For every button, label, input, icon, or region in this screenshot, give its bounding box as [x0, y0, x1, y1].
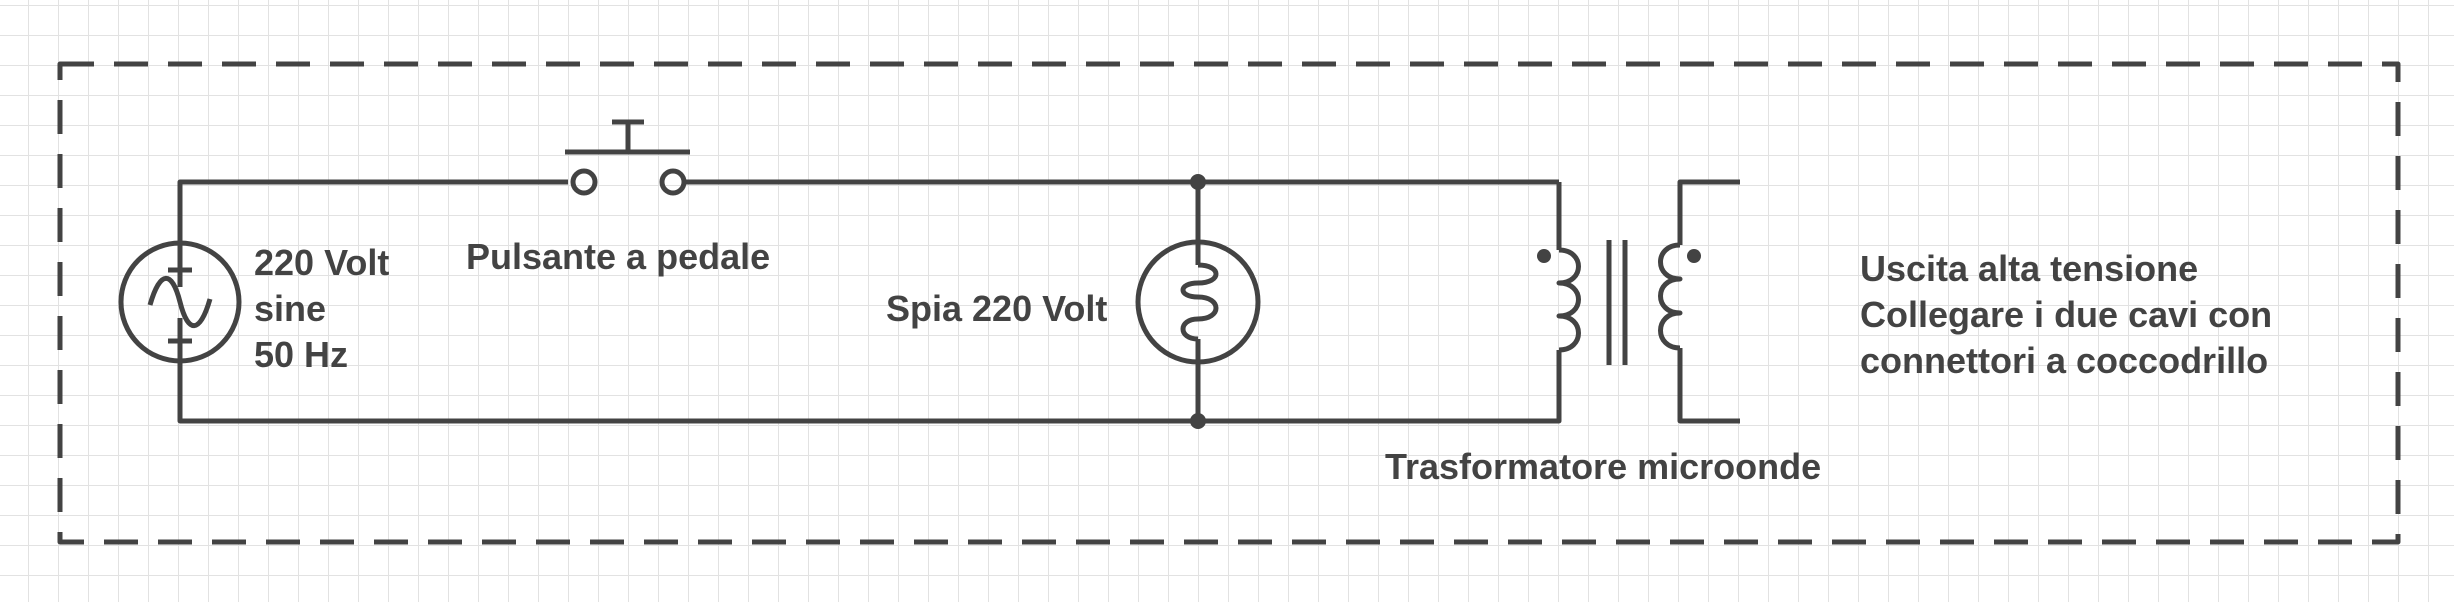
output-note-line1: Collegare i due cavi con [1860, 294, 2273, 335]
source-frequency-label: 50 Hz [254, 334, 349, 375]
switch-label: Pulsante a pedale [466, 236, 771, 277]
output-note-line2: connettori a coccodrillo [1860, 340, 2269, 381]
transformer-label: Trasformatore microonde [1385, 446, 1822, 487]
push-button-switch-icon [565, 119, 690, 196]
ac-voltage-source-icon [118, 240, 242, 364]
junction-dot-top [1190, 174, 1206, 190]
transformer-icon [1556, 240, 1683, 365]
lamp-label: Spia 220 Volt [886, 288, 1108, 329]
transformer-primary-polarity-dot [1537, 249, 1551, 263]
wires [177, 179, 1740, 424]
transformer-secondary-polarity-dot [1687, 249, 1701, 263]
source-voltage-label: 220 Volt [254, 242, 390, 283]
junction-dot-bottom [1190, 413, 1206, 429]
source-waveform-label: sine [254, 288, 327, 329]
lamp-icon [1135, 239, 1261, 365]
output-title-label: Uscita alta tensione [1860, 248, 2199, 289]
